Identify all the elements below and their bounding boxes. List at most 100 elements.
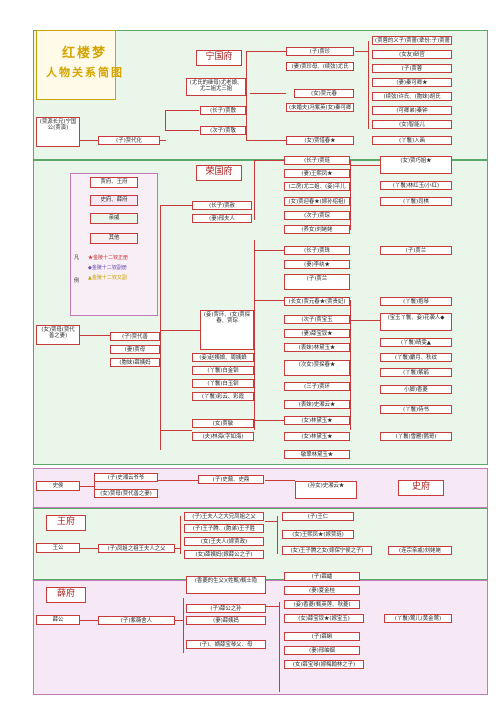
ningguo-root: (贾源长兄)宁国公(贾演) <box>36 117 80 147</box>
wang-root: 王公 <box>36 543 80 553</box>
xue-y2: (妻)夏金桂 <box>284 586 360 595</box>
xue-x3: (妻)薛姨妈 <box>186 616 266 625</box>
rong-c2: (丫鬟)白玉钏 <box>192 379 254 388</box>
rong-zhijuan: 敏翠林黛玉★ <box>284 450 350 459</box>
shi-xiangyun: (孙女)史湘云★ <box>295 481 357 499</box>
rong-xueyan: (丫鬟)雪雁(鹦哥) <box>380 432 452 441</box>
rong-liwan: (妻)李纨★ <box>284 260 350 269</box>
shi-dau: (女)贾母(贾代善之妻) <box>94 489 158 498</box>
rong-tanchun: (次女)贾探春★ <box>284 360 350 376</box>
ning-yuan: (女)贾元春 <box>294 89 354 98</box>
rong-siqi: (丫鬟)司棋 <box>380 197 452 206</box>
xue-y3: (妾)香菱(甄英莲、秋菱) <box>284 600 360 609</box>
legend-label-a: 凡 <box>74 255 80 261</box>
rong-daiyu2: (女)林黛玉★ <box>284 416 350 425</box>
ning-zhen: (子)贾珍 <box>286 47 354 56</box>
xue-y5: (子)薛蝌 <box>284 632 360 641</box>
wang-c3: (女)王子腾之女(嫁保宁侯之子) <box>282 546 372 555</box>
rong-c3: (丫鬟)彩云、彩霞 <box>192 392 254 401</box>
ning-rong-r6: (丫鬟)入画 <box>372 136 452 145</box>
xue-x2: (子)薛公之孙 <box>186 604 266 613</box>
ning-huan: (子)贾蓉 <box>372 64 452 73</box>
rong-baochai: (妻)薛宝钗★ <box>284 329 350 338</box>
xue-root: 薛公 <box>36 615 80 625</box>
title-box <box>36 30 116 100</box>
rong-lan-right: (子)贾兰 <box>380 246 452 255</box>
rong-zheng: (妾)贾环、(女)贾探春、贾琮 <box>200 310 254 350</box>
xue-band <box>33 580 488 695</box>
wang-c4: (连宗亲戚)刘姥姥 <box>388 546 452 555</box>
xue-y6: (妻)邢岫烟 <box>284 646 360 655</box>
legend-star-extra: ▲金陵十二钗又副 <box>88 275 127 281</box>
ning-you-note: (尤氏的继母)尤老娘、尤二姐尤三姐 <box>186 78 246 96</box>
xue-y7: (女)薛宝琴(嫁梅翰林之子) <box>284 660 364 669</box>
wang-b1: (子)王夫人之大兄凤姐之父 <box>184 512 264 521</box>
rong-root: (女)贾母(贾代善之妻) <box>36 325 80 345</box>
ning-xichun: (女)贾惜春★ <box>286 136 354 145</box>
ning-rong-r4: (可卿弟)秦钟 <box>372 106 452 115</box>
rong-cong2: (养女)刘姥姥 <box>284 225 350 234</box>
rong-xing: (妻)邢夫人 <box>192 214 252 223</box>
ning-fu: (长子)贾敷 <box>200 106 246 115</box>
ning-top-right2: (女友)龄官 <box>372 50 452 59</box>
rong-cong: (次子)贾琮 <box>284 211 350 220</box>
rong-daishan: (子)贾代善 <box>110 332 160 341</box>
rong-huan: (三子)贾环 <box>284 382 350 391</box>
rong-lianer: (丫鬟)林红玉(小红) <box>380 181 452 190</box>
wang-c2: (女)王熙凤★(嫁贾琏) <box>282 530 354 539</box>
wang-c1: (子)王仁 <box>282 512 354 521</box>
rong-youerjie: (二房)尤二姐、(妾)平儿 <box>284 182 350 191</box>
legend-family: 贾府、王府 <box>90 177 138 188</box>
wang-b3: (女)王夫人(嫁贾政) <box>184 537 264 546</box>
rong-jiamin: (女)贾敏 <box>192 419 254 428</box>
xue-z1: (丫鬟)莺儿(黄金莺) <box>384 614 452 623</box>
shi-son: (子)史湘云爷爷 <box>94 473 158 482</box>
rong-qingwen: (丫鬟)晴雯▲ <box>380 338 452 347</box>
rong-zhu: (长子)贾珠 <box>284 246 350 255</box>
wang-b4: (女)薛姨妈(嫁薛公之子) <box>184 550 264 559</box>
rongguo-header: 荣国府 <box>196 165 242 181</box>
legend-other: 其他 <box>90 233 138 244</box>
title-main: 红楼梦 <box>62 46 108 61</box>
rong-shishu: (丫鬟)侍书 <box>380 405 452 414</box>
rong-qiaojie: (女)贾巧姐★ <box>380 156 452 174</box>
ning-rong-wife2: (妻)秦可卿★ <box>372 78 452 87</box>
ning-qin: (未婚夫)冯紫英(女)秦可卿 <box>286 103 354 112</box>
legend-shi-xue: 史府、薛府 <box>90 195 138 206</box>
rong-yuanchun: (长女)贾元春★(贾贵妃) <box>284 297 350 306</box>
rong-daiyu: (表妹)林黛玉★ <box>284 343 350 352</box>
rong-lan: (子)贾兰 <box>284 274 350 290</box>
wang-header: 王府 <box>46 515 86 531</box>
rong-baoyu: (次子)贾宝玉 <box>284 315 350 324</box>
ning-rong-r5: (女)智能儿 <box>372 120 452 129</box>
xue-x4: (子)、嫡薛宝琴父、母 <box>186 640 266 649</box>
legend-star-main: ★金陵十二钗正册 <box>88 255 129 261</box>
rong-sheyue: (丫鬟)麝月、秋纹 <box>380 353 452 362</box>
rong-yingchun: (女)贾迎春★(嫁孙绍祖) <box>284 197 350 206</box>
ning-top-right: (贾蓉的义子)贾蔷(辈份:子)贾蔷 <box>372 36 452 45</box>
rong-tongs: (丫鬟)抱琴 <box>380 297 452 306</box>
rong-xiangyun: (表妹)史湘云★ <box>284 400 350 409</box>
ning-rong-wife3: (续弦)许氏、(胞妹)胡氏 <box>372 92 452 101</box>
wang-son: (子)凤姐之祖王夫人之父 <box>98 544 175 553</box>
ning-youshi: (妻)贾珍母、(续弦)尤氏 <box>286 62 354 71</box>
rong-c1: (丫鬟)白金钏 <box>192 366 254 375</box>
rong-mother: (妻)贾母 <box>110 345 160 354</box>
ningguo-header: 宁国府 <box>196 50 242 66</box>
wang-b2: (子)王子腾、(胞弟)王子胜 <box>184 524 264 533</box>
rong-she: (长子)贾赦 <box>192 201 252 210</box>
shi-nephew: (子)史鼐、史鼎 <box>198 475 264 484</box>
xue-y1: (子)薛蟠 <box>284 572 360 581</box>
legend-label-b: 例 <box>74 278 80 284</box>
legend-relatives: 亲戚 <box>90 213 138 224</box>
rong-xiaoxiang: 小脚)香菱 <box>380 385 452 394</box>
title-sub: 人物关系简图 <box>46 66 124 79</box>
rong-ziyuan: (丫鬟)紫鹃 <box>380 368 452 377</box>
xue-header: 薛府 <box>46 587 86 603</box>
xue-x1: (香菱的生父)(姓甄)甄士隐 <box>186 576 266 594</box>
rong-zhao: (妾)赵姨娘、周姨娘 <box>192 353 254 362</box>
xue-son: (子)紫薇舍人 <box>98 616 175 625</box>
rong-xifeng: (妻)王熙凤★ <box>284 169 350 178</box>
rong-lian: (长子)贾琏 <box>284 156 350 165</box>
xue-y4: (女)薛宝钗★(嫁宝玉) <box>284 614 364 623</box>
